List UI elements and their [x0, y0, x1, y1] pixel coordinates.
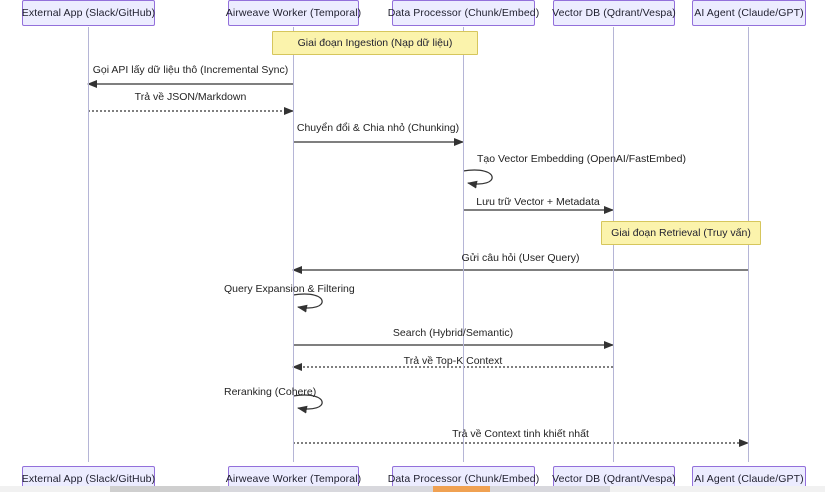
lifeline-airweave-worker — [293, 27, 294, 462]
horizontal-scrollbar[interactable] — [0, 486, 825, 492]
msg-search-label: Search (Hybrid/Semantic) — [392, 327, 514, 339]
participant-header-external-app: External App (Slack/GitHub) — [22, 0, 155, 26]
note-ingestion: Giai đoạn Ingestion (Nạp dữ liệu) — [272, 31, 478, 55]
self-msg-reranking-loop — [292, 394, 323, 414]
self-msg-vector-embedding-label: Tạo Vector Embedding (OpenAI/FastEmbed) — [477, 153, 686, 165]
msg-chunking-label: Chuyển đổi & Chia nhỏ (Chunking) — [296, 122, 460, 134]
note-retrieval: Giai đoạn Retrieval (Truy vấn) — [601, 221, 761, 245]
message-arrow-layer — [87, 80, 749, 447]
msg-store-vector-metadata-label: Lưu trữ Vector + Metadata — [476, 196, 600, 208]
msg-return-json-markdown-label: Trả về JSON/Markdown — [134, 91, 247, 103]
participant-header-vector-db: Vector DB (Qdrant/Vespa) — [552, 0, 676, 26]
lifeline-external-app — [88, 27, 89, 462]
scrollbar-segment-1[interactable] — [220, 486, 610, 492]
msg-fetch-raw-data-label: Gọi API lấy dữ liệu thô (Incremental Syn… — [92, 64, 289, 76]
msg-user-query-label: Gửi câu hỏi (User Query) — [461, 252, 580, 264]
participant-header-airweave-worker: Airweave Worker (Temporal) — [226, 0, 361, 26]
scrollbar-segment-2[interactable] — [433, 486, 490, 492]
scrollbar-segment-0[interactable] — [110, 486, 220, 492]
lifeline-data-processor — [463, 27, 464, 462]
participant-header-data-processor: Data Processor (Chunk/Embed) — [388, 0, 539, 26]
self-msg-reranking-label: Reranking (Cohere) — [224, 386, 317, 398]
self-msg-vector-embedding-loop — [462, 169, 493, 189]
msg-return-topk-context-label: Trả về Top-K Context — [403, 355, 503, 367]
self-msg-query-expansion-loop — [292, 293, 323, 313]
msg-return-clean-context-label: Trả về Context tinh khiết nhất — [452, 428, 589, 440]
self-msg-query-expansion-label: Query Expansion & Filtering — [224, 283, 355, 295]
participant-header-ai-agent: AI Agent (Claude/GPT) — [692, 0, 806, 26]
